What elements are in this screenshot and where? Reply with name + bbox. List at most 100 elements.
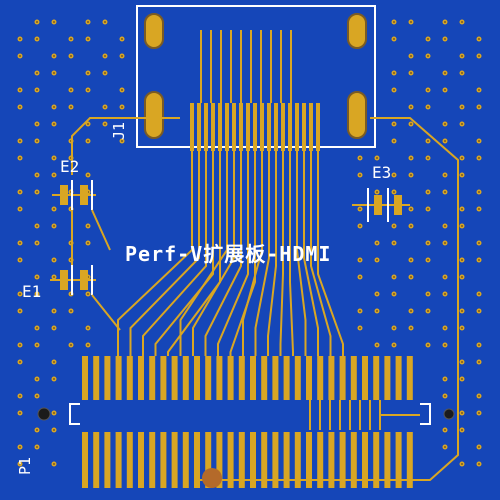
via-drill — [87, 225, 89, 227]
hdmi-pad — [309, 103, 313, 151]
signal-trace — [192, 150, 235, 356]
via-drill — [427, 89, 429, 91]
via-drill — [53, 310, 55, 312]
via-drill — [104, 55, 106, 57]
via-drill — [53, 259, 55, 261]
header-pin-top — [373, 356, 380, 400]
via-drill — [70, 106, 72, 108]
header-pin-bottom — [126, 432, 133, 488]
via-drill — [444, 395, 446, 397]
via-drill — [393, 140, 395, 142]
header-pin-bottom — [238, 432, 245, 488]
header-pin-bottom — [395, 432, 402, 488]
via-drill — [53, 72, 55, 74]
via-drill — [87, 344, 89, 346]
via-drill — [461, 106, 463, 108]
via-drill — [461, 310, 463, 312]
via-drill — [393, 21, 395, 23]
via-drill — [36, 38, 38, 40]
hdmi-pad — [232, 103, 236, 151]
via-drill — [19, 259, 21, 261]
header-pin-top — [194, 356, 200, 400]
via-drill — [121, 140, 123, 142]
header-pin-top — [362, 356, 368, 400]
header-pin-top — [283, 356, 290, 400]
header-pin-top — [227, 356, 234, 400]
board-title: Perf-V扩展板-HDMI — [125, 242, 332, 266]
header-pin-bottom — [227, 432, 234, 488]
signal-trace — [267, 150, 277, 356]
via-drill — [478, 259, 480, 261]
via-drill — [121, 38, 123, 40]
header-pin-top — [395, 356, 402, 400]
via-drill — [376, 310, 378, 312]
via-drill — [19, 106, 21, 108]
via-drill — [461, 429, 463, 431]
via-drill — [478, 157, 480, 159]
via-drill — [36, 225, 38, 227]
via-drill — [478, 140, 480, 142]
via-drill — [53, 208, 55, 210]
via-drill — [410, 208, 412, 210]
signal-traces — [117, 30, 420, 430]
via-drill — [444, 429, 446, 431]
via-drill — [121, 89, 123, 91]
via-drill — [461, 225, 463, 227]
via-drill — [70, 344, 72, 346]
via-drill — [104, 123, 106, 125]
signal-trace — [303, 150, 319, 356]
via-drill — [104, 72, 106, 74]
via-drill — [444, 174, 446, 176]
via-drill — [461, 327, 463, 329]
via-drill — [427, 242, 429, 244]
header-pin-bottom — [93, 432, 100, 488]
hdmi-pad — [190, 103, 194, 151]
header-pin-top — [160, 356, 167, 400]
via-drill — [444, 446, 446, 448]
via-drill — [53, 55, 55, 57]
via-drill — [427, 140, 429, 142]
header-pin-bottom — [194, 432, 200, 488]
via-drill — [444, 123, 446, 125]
via-drill — [359, 259, 361, 261]
via-drill — [410, 157, 412, 159]
via-drill — [393, 38, 395, 40]
via-drill — [444, 191, 446, 193]
header-pin-top — [216, 356, 223, 400]
via-drill — [359, 310, 361, 312]
via-drill — [36, 174, 38, 176]
via-drill — [478, 89, 480, 91]
right-edge-trace — [200, 117, 459, 481]
header-pin-bottom — [283, 432, 290, 488]
via-drill — [444, 89, 446, 91]
via-drill — [444, 327, 446, 329]
hdmi-pad — [204, 103, 208, 151]
via-drill — [461, 123, 463, 125]
hdmi-pad — [302, 103, 306, 151]
header-pin-bottom — [406, 432, 413, 488]
header-pin-bottom — [350, 432, 357, 488]
via-drill — [53, 106, 55, 108]
header-pin-bottom — [182, 432, 189, 488]
connector-label-j1: J1 — [110, 121, 128, 140]
via-drill — [461, 412, 463, 414]
via-drill — [393, 276, 395, 278]
signal-trace — [167, 150, 221, 356]
via-drill — [36, 378, 38, 380]
via-drill — [36, 395, 38, 397]
via-drill — [393, 123, 395, 125]
e2-e1-trace — [71, 209, 121, 331]
hdmi-pad — [260, 103, 264, 151]
header-pin-top — [126, 356, 133, 400]
via-drill — [19, 242, 21, 244]
header-label-p1: P1 — [16, 456, 34, 475]
header-pin-bottom — [160, 432, 167, 488]
via-drill — [87, 293, 89, 295]
via-drill — [376, 191, 378, 193]
mount-slot-top-left — [144, 13, 164, 49]
via-drill — [444, 293, 446, 295]
header-pin-top — [306, 356, 312, 400]
via-drill — [461, 55, 463, 57]
header-pin-top — [182, 356, 189, 400]
via-drill — [393, 89, 395, 91]
